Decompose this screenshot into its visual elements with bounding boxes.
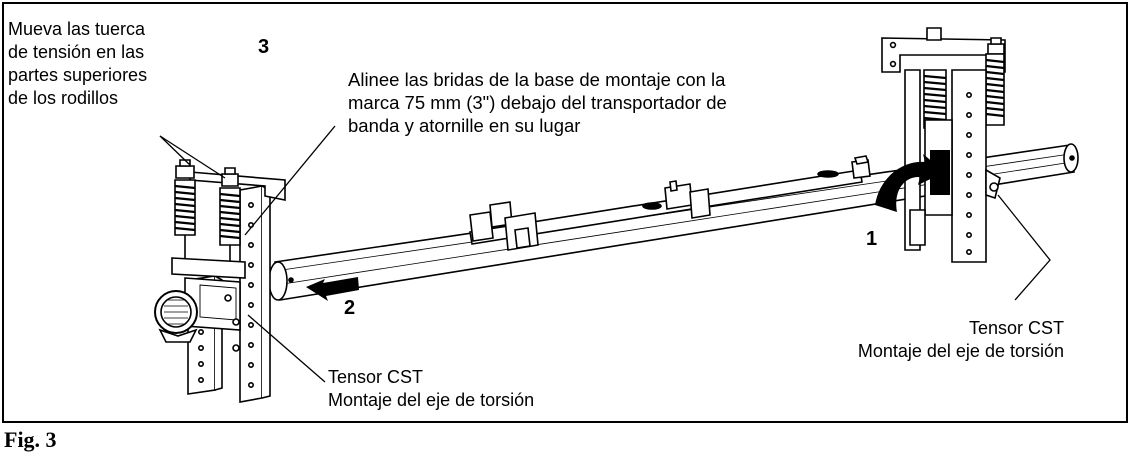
callout-move-nuts-line: Mueva las tuerca — [8, 19, 146, 39]
leader-move-nuts-1 — [159, 135, 191, 166]
callout-move-nuts: Mueva las tuerca de tensión en las parte… — [8, 18, 147, 110]
figure-frame — [2, 2, 1128, 423]
callout-tensor-left: Tensor CST Montaje del eje de torsión — [328, 366, 534, 412]
callout-move-nuts-line: partes superiores — [8, 65, 148, 85]
callout-move-nuts-line: de los rodillos — [8, 88, 119, 108]
leader-move-nuts-2 — [159, 135, 226, 179]
callout-tensor-right-line: Montaje del eje de torsión — [857, 341, 1064, 361]
callout-tensor-left-line: Tensor CST — [328, 367, 424, 387]
callout-align-flanges: Alinee las bridas de la base de montaje … — [348, 68, 727, 137]
mounting-rail — [469, 155, 871, 251]
callout-tensor-left-line: Montaje del eje de torsión — [328, 390, 535, 410]
callout-align-line: marca 75 mm (3") debajo del transportado… — [348, 92, 727, 113]
callout-move-nuts-line: de tensión en las — [8, 42, 145, 62]
step-1-label: 1 — [866, 228, 878, 250]
leader-lines — [159, 125, 1051, 383]
step-2-label: 2 — [344, 297, 356, 319]
figure-label: Fig. 3 — [4, 427, 57, 452]
arrow-left-icon — [306, 277, 359, 301]
callout-tensor-right: Tensor CST Montaje del eje de torsión — [818, 317, 1064, 363]
leader-tensor-right — [997, 194, 1051, 301]
leader-tensor-left — [247, 314, 326, 383]
left-tensioner — [154, 159, 286, 403]
callout-align-line: banda y atornille en su lugar — [348, 115, 581, 136]
right-tensioner — [881, 27, 1006, 263]
step-3-label: 3 — [258, 36, 270, 58]
callout-tensor-right-line: Tensor CST — [968, 318, 1064, 338]
rotate-arrow-icon — [875, 154, 945, 212]
leader-align-flanges — [244, 125, 336, 236]
callout-align-line: Alinee las bridas de la base de montaje … — [348, 69, 726, 90]
